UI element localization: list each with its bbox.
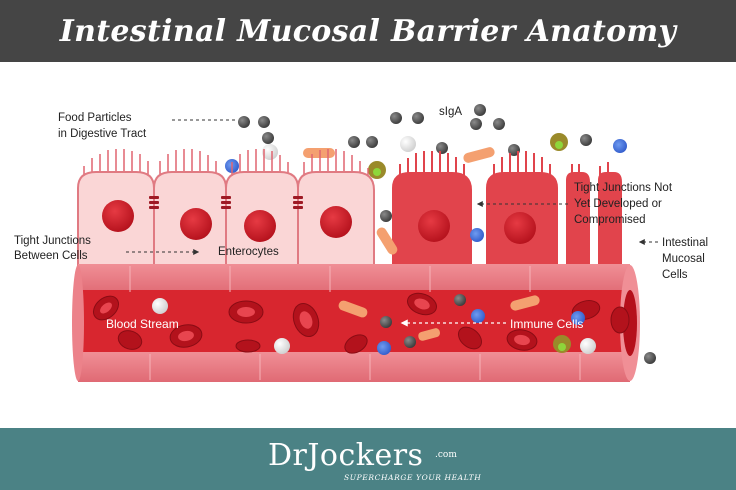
barrier-diagram: Food Particles in Digestive Tract sIgA T…: [14, 104, 708, 382]
diagram-labels: Food Particles in Digestive Tract sIgA T…: [14, 106, 708, 331]
logo-suffix: .com: [435, 450, 457, 460]
food-particles: [225, 104, 627, 179]
label-tight-junctions-between-1: Tight Junctions: [14, 235, 91, 247]
logo-text: DrJockers: [268, 438, 424, 473]
page-title: Intestinal Mucosal Barrier Anatomy: [59, 13, 677, 49]
label-blood-stream: Blood Stream: [106, 317, 179, 331]
brand-logo[interactable]: DrJockers .com SUPERCHARGE YOUR HEALTH: [268, 438, 481, 482]
label-intestinal-mucosal-2: Mucosal: [662, 253, 705, 265]
damaged-cells: [376, 151, 622, 266]
label-intestinal-mucosal-3: Cells: [662, 269, 688, 281]
label-intestinal-mucosal-1: Intestinal: [662, 237, 708, 249]
label-tight-junctions-not-3: Compromised: [574, 214, 646, 226]
label-food-particles-1: Food Particles: [58, 112, 132, 124]
blood-cells: [92, 292, 656, 364]
label-tight-junctions-not-2: Yet Developed or: [574, 198, 662, 210]
label-siga: sIgA: [439, 106, 462, 118]
label-immune-cells: Immune Cells: [510, 317, 583, 331]
logo-tagline: SUPERCHARGE YOUR HEALTH: [344, 473, 482, 482]
label-tight-junctions-not-1: Tight Junctions Not: [574, 182, 673, 194]
label-enterocytes: Enterocytes: [218, 246, 279, 258]
label-food-particles-2: in Digestive Tract: [58, 128, 147, 140]
healthy-enterocytes: [77, 149, 375, 267]
leader-lines: [126, 119, 658, 327]
label-tight-junctions-between-2: Between Cells: [14, 250, 88, 262]
footer-banner: DrJockers .com SUPERCHARGE YOUR HEALTH: [0, 428, 736, 490]
header-banner: Intestinal Mucosal Barrier Anatomy: [0, 0, 736, 62]
